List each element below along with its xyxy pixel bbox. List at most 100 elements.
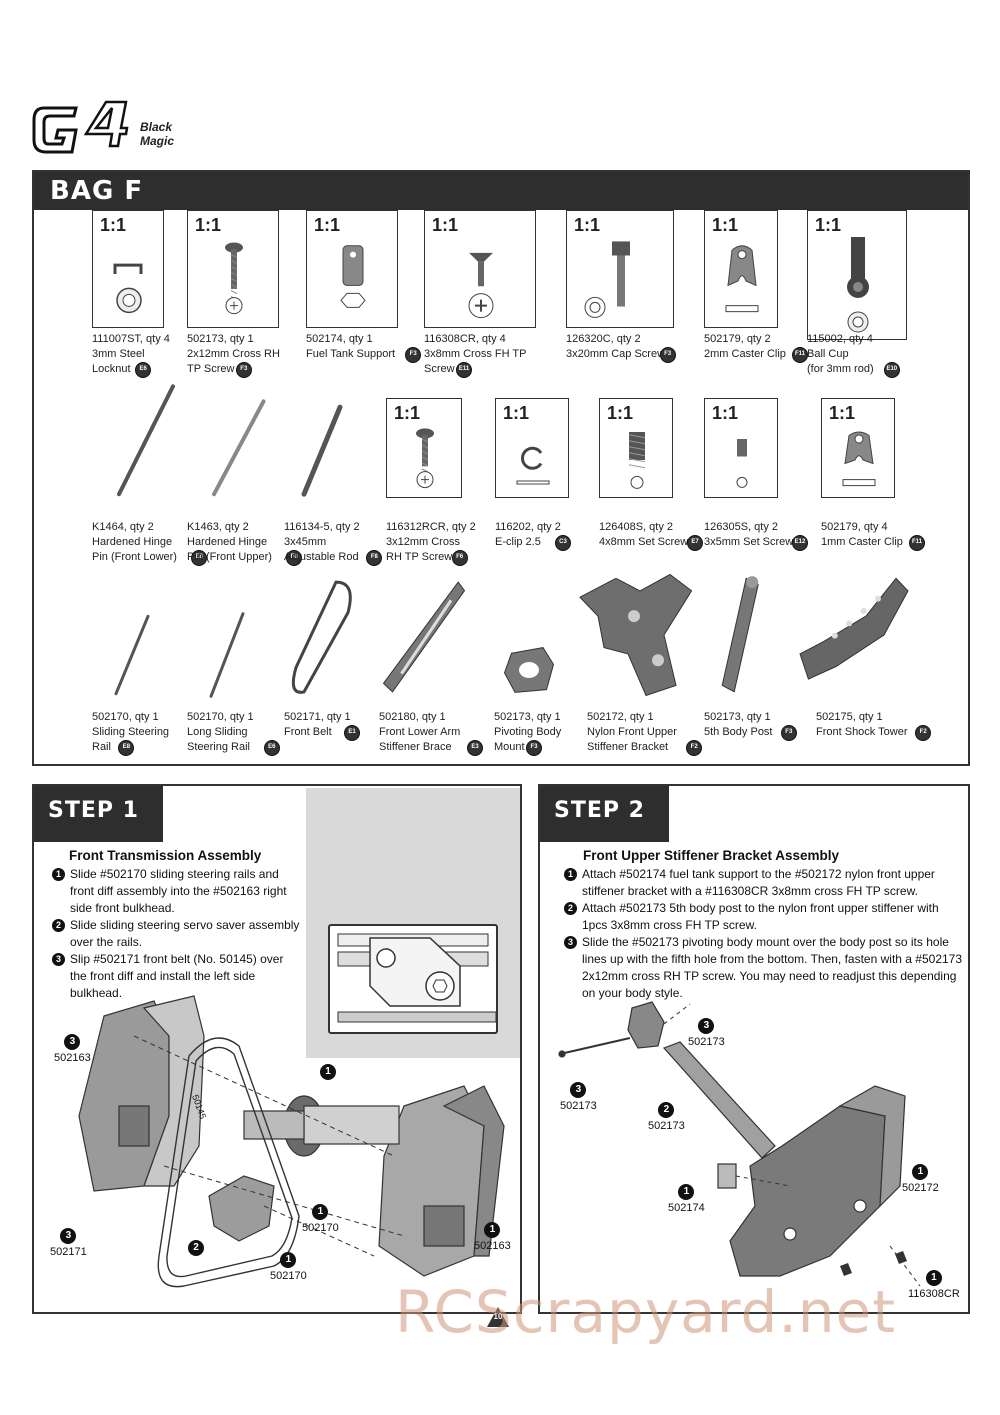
part-image bbox=[284, 576, 364, 702]
pivoting-body-mount-icon bbox=[503, 647, 555, 693]
part-scale-box: 1:1 bbox=[704, 210, 778, 328]
part-caption: 116308CR, qty 4 3x8mm Cross FH TP Screw bbox=[424, 333, 527, 375]
bag-location-badge: F8 bbox=[286, 550, 303, 566]
bag-location-badge: F11 bbox=[792, 347, 808, 363]
part-image bbox=[92, 384, 182, 504]
set-screw-small-icon bbox=[736, 439, 748, 488]
bag-location-badge: F3 bbox=[235, 362, 252, 378]
step-2-header: STEP 2 bbox=[540, 786, 669, 842]
e-clip-icon bbox=[516, 446, 550, 485]
bag-title: BAG F bbox=[50, 176, 144, 206]
part-caption: 502173, qty 1 Pivoting Body Mount bbox=[494, 711, 562, 753]
part-caption: 502174, qty 1 Fuel Tank Support bbox=[306, 333, 396, 360]
logo-tagline: Black Magic bbox=[140, 120, 175, 148]
step-1-heading: Front Transmission Assembly bbox=[69, 848, 262, 863]
long-steering-rail-icon bbox=[209, 612, 245, 698]
step-2-title: STEP 2 bbox=[554, 798, 645, 823]
part-caption: 502179, qty 2 2mm Caster Clip bbox=[704, 333, 786, 360]
locknut-icon bbox=[113, 263, 143, 314]
bag-location-badge: E10 bbox=[883, 362, 900, 378]
scale-label: 1:1 bbox=[574, 215, 601, 235]
bag-location-badge: E1 bbox=[344, 725, 360, 741]
bag-location-badge: E12 bbox=[792, 535, 808, 551]
step-1-exploded-diagram: 50145 bbox=[78, 995, 505, 1288]
scale-label: 1:1 bbox=[100, 215, 127, 235]
scale-label: 1:1 bbox=[503, 403, 530, 423]
step-1-callout-2: 1 bbox=[320, 1064, 336, 1082]
bag-location-badge: F3 bbox=[659, 347, 676, 363]
part-scale-box: 1:1 bbox=[704, 398, 778, 498]
fuel-tank-support-icon bbox=[340, 245, 366, 308]
shock-tower-icon bbox=[799, 577, 909, 680]
round-head-screw-icon bbox=[225, 242, 243, 315]
watermark: RCScrapyard.net bbox=[395, 1278, 896, 1346]
part-scale-box: 1:1 bbox=[306, 210, 398, 328]
bag-location-badge: E6 bbox=[135, 362, 152, 378]
bag-location-badge: E3 bbox=[467, 740, 483, 756]
ball-cup-icon bbox=[847, 237, 869, 333]
front-belt-icon bbox=[291, 580, 352, 694]
part-scale-box: 1:1 bbox=[807, 210, 907, 340]
bag-location-badge: F3 bbox=[405, 347, 422, 363]
g4-logo-mark bbox=[32, 100, 129, 154]
bag-location-badge: F2 bbox=[686, 740, 703, 756]
stiffener-bracket-icon bbox=[579, 573, 693, 697]
bag-location-badge: E6 bbox=[263, 740, 280, 756]
part-caption: 126408S, qty 2 4x8mm Set Screw bbox=[599, 521, 689, 548]
part-caption: 502171, qty 1 Front Belt bbox=[284, 711, 351, 738]
part-image bbox=[709, 572, 769, 702]
part-caption: 126320C, qty 2 3x20mm Cap Screw bbox=[566, 333, 666, 360]
part-caption: 502170, qty 1 Sliding Steering Rail bbox=[92, 711, 170, 753]
scale-label: 1:1 bbox=[195, 215, 222, 235]
hinge-pin-icon bbox=[117, 384, 175, 497]
step-1-title: STEP 1 bbox=[48, 798, 139, 823]
caster-clip-icon bbox=[842, 431, 876, 487]
part-scale-box: 1:1 bbox=[92, 210, 164, 328]
step-1-header: STEP 1 bbox=[34, 786, 163, 842]
part-caption: 116202, qty 2 E-clip 2.5 bbox=[495, 521, 561, 548]
part-caption: 126305S, qty 2 3x5mm Set Screw bbox=[704, 521, 794, 548]
part-image bbox=[379, 576, 469, 702]
scale-label: 1:1 bbox=[394, 403, 421, 423]
part-scale-box: 1:1 bbox=[424, 210, 536, 328]
part-caption: 502180, qty 1 Front Lower Arm Stiffener … bbox=[379, 711, 461, 753]
part-image bbox=[187, 384, 277, 504]
bag-location-badge: E8 bbox=[118, 740, 135, 756]
part-scale-box: 1:1 bbox=[599, 398, 673, 498]
part-scale-box: 1:1 bbox=[566, 210, 674, 328]
part-image bbox=[574, 572, 694, 702]
scale-label: 1:1 bbox=[607, 403, 634, 423]
steering-rail-icon bbox=[114, 614, 150, 696]
part-image bbox=[187, 612, 267, 702]
bag-location-badge: E11 bbox=[456, 362, 472, 378]
scale-label: 1:1 bbox=[712, 215, 739, 235]
caster-clip-icon bbox=[725, 245, 759, 313]
part-caption: 502179, qty 4 1mm Caster Clip bbox=[821, 521, 903, 548]
part-scale-box: 1:1 bbox=[821, 398, 895, 498]
part-scale-box: 1:1 bbox=[386, 398, 462, 498]
cap-screw-icon bbox=[584, 241, 630, 318]
bag-location-badge: F3 bbox=[780, 725, 797, 741]
caster-clip-detail-inset bbox=[328, 924, 498, 1034]
part-caption: 115002, qty 4 Ball Cup (for 3mm rod) bbox=[807, 333, 874, 375]
adjustable-rod-icon bbox=[301, 404, 343, 497]
part-caption: 502173, qty 1 2x12mm Cross RH TP Screw bbox=[187, 333, 280, 375]
flat-head-screw-icon bbox=[468, 252, 494, 319]
scale-label: 1:1 bbox=[712, 403, 739, 423]
part-caption: 502170, qty 1 Long Sliding Steering Rail bbox=[187, 711, 254, 753]
part-caption: 502172, qty 1 Nylon Front Upper Stiffene… bbox=[587, 711, 677, 753]
